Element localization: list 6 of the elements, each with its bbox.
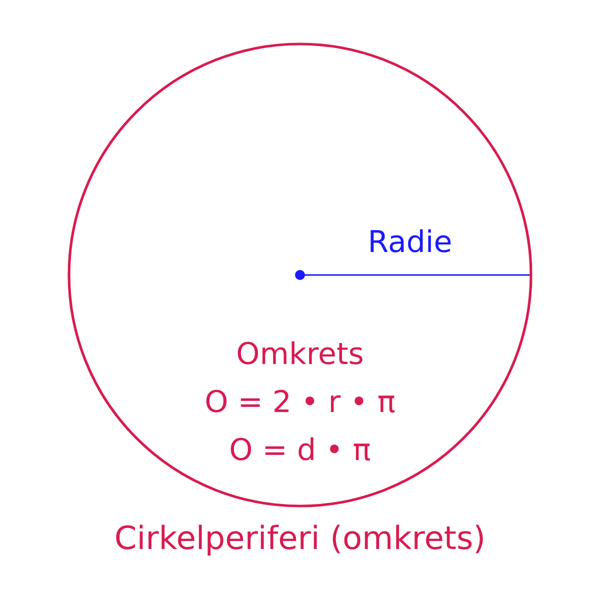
circle-shape — [67, 42, 533, 508]
circle-name-label: Cirkelperiferi (omkrets) — [114, 522, 486, 554]
radius-label: Radie — [368, 228, 452, 258]
circle-label: Omkrets — [236, 340, 364, 370]
formula: O = d • π — [229, 436, 371, 466]
formula: O = 2 • r • π — [204, 388, 396, 418]
